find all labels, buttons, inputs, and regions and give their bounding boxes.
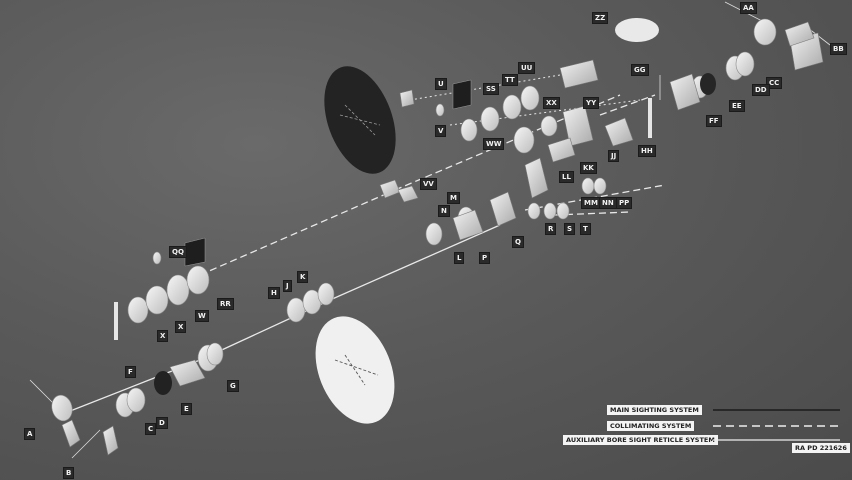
- label-N: N: [438, 205, 450, 217]
- light-field-disk: [315, 316, 395, 424]
- label-U: U: [435, 78, 447, 90]
- label-E: E: [181, 403, 192, 415]
- label-RR: RR: [217, 298, 234, 310]
- label-L: L: [454, 252, 465, 264]
- label-BB: BB: [830, 43, 847, 55]
- dark-filter-E: [154, 371, 172, 395]
- label-JJ: JJ: [608, 150, 620, 162]
- label-UU: UU: [518, 62, 536, 74]
- reticle-plates: [114, 98, 652, 340]
- label-J: J: [283, 280, 292, 292]
- label-VV: VV: [420, 178, 437, 190]
- legend-collimating-label: COLLIMATING SYSTEM: [607, 421, 695, 431]
- label-HH: HH: [638, 145, 656, 157]
- light-reticle-icon: [334, 354, 379, 386]
- label-AA: AA: [740, 2, 757, 14]
- prism-elements: [61, 21, 824, 456]
- legend-auxiliary-label: AUXILIARY BORE SIGHT RETICLE SYSTEM: [563, 435, 718, 445]
- label-W: W: [195, 310, 209, 322]
- dark-reticle-icon: [339, 104, 381, 136]
- label-SS: SS: [483, 83, 499, 95]
- label-S: S: [564, 223, 576, 235]
- label-M: M: [447, 192, 460, 204]
- label-PP: PP: [616, 197, 633, 209]
- label-C: C: [145, 423, 157, 435]
- label-G: G: [227, 380, 239, 392]
- lens-elements: [51, 18, 777, 422]
- label-F: F: [125, 366, 136, 378]
- dark-filter-EE: [700, 73, 716, 95]
- label-X-2: X: [157, 330, 169, 342]
- legend-main-label: MAIN SIGHTING SYSTEM: [607, 405, 702, 415]
- label-DD: DD: [752, 84, 770, 96]
- label-LL: LL: [559, 171, 574, 183]
- label-T: T: [580, 223, 591, 235]
- zz-disk: [615, 18, 659, 42]
- label-H: H: [268, 287, 280, 299]
- reticle-cards: [184, 79, 472, 267]
- label-FF: FF: [706, 115, 722, 127]
- label-V: V: [435, 125, 447, 137]
- label-KK: KK: [580, 162, 597, 174]
- label-X: X: [175, 321, 187, 333]
- label-QQ: QQ: [169, 246, 187, 258]
- label-GG: GG: [631, 64, 649, 76]
- drawing-number: RA PD 221626: [792, 443, 850, 453]
- label-Q: Q: [512, 236, 524, 248]
- label-NN: NN: [599, 197, 617, 209]
- main-optical-path: [59, 224, 501, 416]
- label-B: B: [63, 467, 75, 479]
- label-K: K: [297, 271, 309, 283]
- label-MM: MM: [581, 197, 601, 209]
- label-R: R: [545, 223, 557, 235]
- label-WW: WW: [483, 138, 505, 150]
- label-YY: YY: [583, 97, 600, 109]
- label-A: A: [24, 428, 36, 440]
- label-ZZ: ZZ: [592, 12, 609, 24]
- label-EE: EE: [729, 100, 745, 112]
- label-XX: XX: [543, 97, 560, 109]
- label-P: P: [479, 252, 491, 264]
- label-TT: TT: [502, 74, 518, 86]
- label-D: D: [156, 417, 168, 429]
- label-CC: CC: [766, 77, 783, 89]
